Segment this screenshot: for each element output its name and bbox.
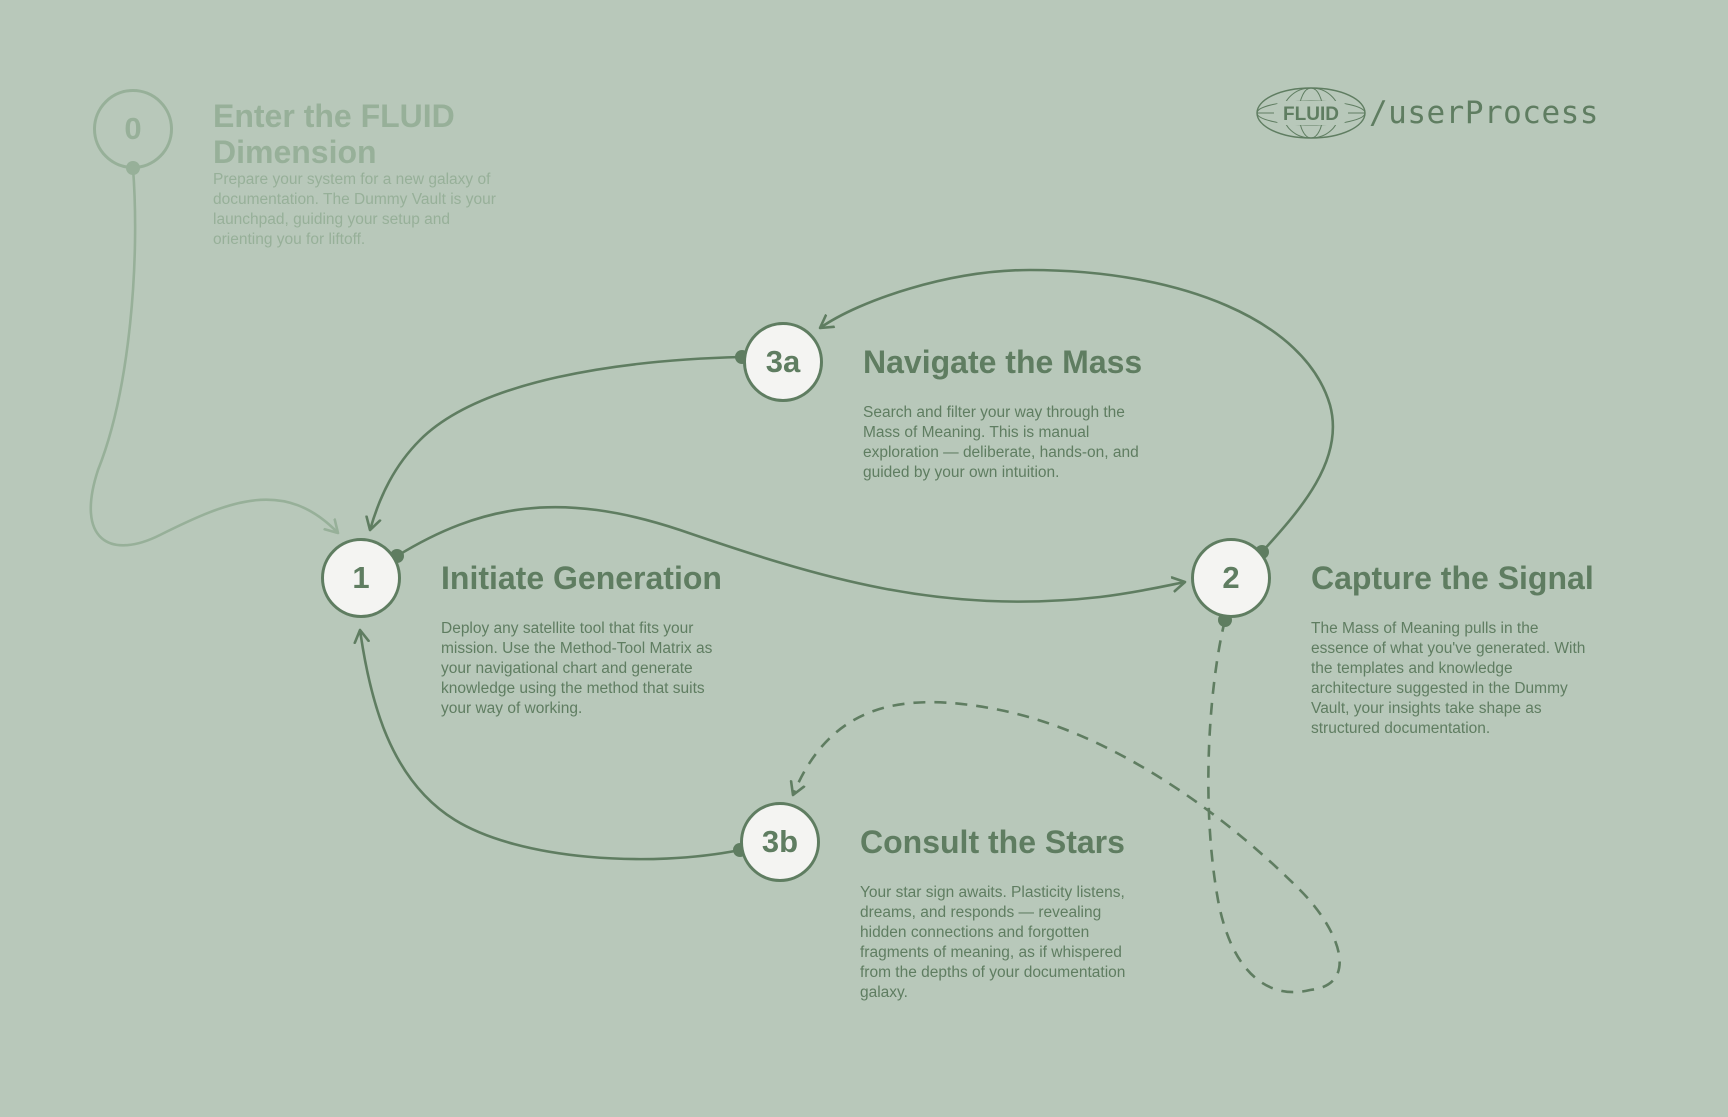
- step-title-0: Enter the FLUID Dimension: [213, 98, 455, 170]
- step-title-3a: Navigate the Mass: [863, 344, 1143, 380]
- step-description-1: Deploy any satellite tool that fits your…: [441, 620, 713, 717]
- step-number: 1: [352, 560, 370, 595]
- connector-1-to-2: [396, 505, 1185, 603]
- connector-2-to-3a: [820, 268, 1335, 553]
- step-node-1: 1: [321, 538, 401, 618]
- logo-path-text: /userProcess: [1369, 95, 1599, 131]
- connector-3b-to-1: [360, 630, 741, 861]
- step-node-2: 2: [1191, 538, 1271, 618]
- step-number: 3b: [761, 824, 799, 859]
- step-description-3a: Search and filter your way through the M…: [863, 404, 1139, 481]
- step-number: 2: [1222, 560, 1240, 595]
- brand-logo: FLUID /userProcess: [1255, 86, 1599, 140]
- step-title-1: Initiate Generation: [441, 560, 722, 596]
- step-title-2: Capture the Signal: [1311, 560, 1594, 596]
- connector-0-to-1: [89, 167, 338, 547]
- step-description-2: The Mass of Meaning pulls in the essence…: [1311, 620, 1586, 737]
- step-node-3a: 3a: [743, 322, 823, 402]
- connector-2-to-3b: [793, 619, 1341, 994]
- logo-wordmark: FLUID: [1283, 104, 1339, 125]
- step-description-3b: Your star sign awaits. Plasticity listen…: [860, 884, 1126, 1001]
- step-node-0: 0: [93, 89, 173, 169]
- step-node-3b: 3b: [740, 802, 820, 882]
- step-description-0: Prepare your system for a new galaxy of …: [213, 171, 496, 248]
- connector-3a-to-1: [370, 355, 743, 530]
- step-number: 0: [124, 111, 142, 146]
- step-title-3b: Consult the Stars: [860, 824, 1125, 860]
- fluid-globe-icon: FLUID: [1256, 87, 1366, 139]
- step-number: 3a: [765, 344, 801, 379]
